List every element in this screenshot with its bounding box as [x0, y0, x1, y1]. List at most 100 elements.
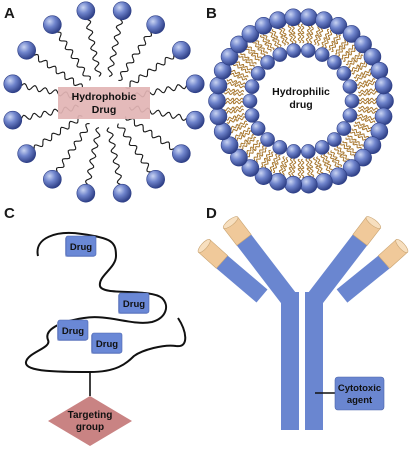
light-chain-right-tip — [377, 239, 409, 269]
bilayer-tail — [268, 151, 274, 162]
bilayer-tail — [292, 158, 297, 170]
bilayer-tail — [353, 124, 364, 129]
bilayer-tail — [357, 83, 368, 90]
micelle-head — [172, 144, 191, 163]
polymer-chain — [25, 232, 187, 374]
bilayer-tail — [320, 154, 327, 165]
liposome-outer-head — [370, 61, 389, 80]
bilayer-tail — [297, 23, 302, 35]
liposome-inner-head — [342, 108, 358, 123]
bilayer-tail — [359, 62, 369, 71]
bilayer-tail — [234, 112, 245, 119]
bilayer-tail — [245, 134, 255, 143]
bilayer-tail — [331, 42, 337, 53]
bilayer-tail — [323, 153, 330, 164]
light-chain-left-tip — [197, 239, 229, 269]
bilayer-tail — [358, 97, 370, 102]
bilayer-tail — [335, 34, 341, 45]
heavy-chain-stem-left — [281, 292, 299, 430]
bilayer-tail — [238, 73, 249, 78]
bilayer-tail — [230, 69, 241, 75]
cytotoxic-agent-box — [334, 376, 385, 411]
targeting-group-label-line1: Targeting — [68, 410, 113, 421]
bilayer-tail — [312, 157, 319, 168]
bilayer-tail — [328, 40, 334, 51]
micelle-tail — [125, 55, 175, 89]
bilayer-tail — [356, 116, 367, 121]
liposome-outer-head — [374, 76, 393, 95]
bilayer-tail — [340, 51, 349, 60]
bilayer-tail — [255, 154, 262, 164]
liposome-outer-head — [230, 148, 248, 167]
bilayer-tail — [272, 163, 277, 174]
micelle-head — [185, 74, 205, 94]
bilayer-tail — [359, 133, 369, 139]
micelle-tail — [84, 127, 101, 185]
liposome-outer-head — [354, 148, 372, 167]
heavy-chain-tip-left — [222, 216, 252, 246]
bilayer-tail — [354, 75, 365, 82]
bilayer-tail — [233, 131, 243, 140]
bilayer-tail — [272, 38, 279, 49]
bilayer-tail — [259, 34, 268, 44]
liposome-inner-head — [244, 79, 260, 94]
liposome-outer-head — [342, 159, 361, 177]
bilayer-tail — [283, 34, 290, 45]
liposome-heads — [208, 8, 394, 194]
bilayer-tail — [297, 158, 302, 170]
bilayer-tail — [333, 33, 339, 43]
liposome-outer-head — [269, 11, 287, 30]
bilayer-tail — [238, 139, 248, 148]
liposome-inner-head — [342, 79, 358, 94]
bilayer-tail — [234, 61, 245, 67]
panel-b: B Hydrophilic drug — [206, 5, 394, 194]
micelle-head — [76, 1, 96, 21]
bilayer-tail — [224, 88, 236, 93]
micelle-tail — [125, 116, 174, 151]
micelle-head — [17, 144, 36, 163]
drug-box — [91, 332, 123, 354]
bilayer-tail — [252, 152, 259, 162]
micelle-head — [146, 170, 165, 189]
bilayer-tail — [340, 38, 347, 48]
bilayer-tail — [233, 89, 245, 94]
bilayer-tail — [327, 30, 333, 41]
bilayer-tail — [251, 140, 259, 149]
bilayer-tail — [262, 33, 271, 43]
bilayer-tail — [225, 115, 237, 121]
bilayer-tail — [253, 51, 262, 59]
bilayer-tail — [230, 126, 240, 134]
micelle-tail — [106, 127, 122, 185]
bilayer-tail — [242, 65, 253, 71]
heavy-chain-stem-right — [305, 292, 323, 430]
bilayer-tail — [226, 78, 238, 83]
micelle-head — [172, 41, 191, 60]
bilayer-tail — [264, 42, 272, 52]
bilayer-tail — [309, 166, 315, 178]
liposome-inner-head — [272, 47, 288, 62]
bilayer-tail — [224, 106, 235, 112]
bilayer-tail — [284, 156, 289, 168]
bilayer-tail — [326, 162, 334, 172]
bilayer-tail — [364, 119, 376, 124]
bilayer-tail — [335, 45, 342, 55]
liposome-outer-head — [209, 107, 228, 126]
bilayer-tail — [260, 147, 267, 157]
bilayer-tail — [261, 157, 267, 168]
heavy-chain-tip-right — [352, 216, 382, 246]
bilayer-tail — [271, 28, 279, 39]
bilayer-tail — [325, 28, 330, 39]
bilayer-tail — [342, 140, 351, 149]
liposome-outer-head — [241, 159, 260, 177]
bilayer-tail — [300, 158, 305, 170]
bilayer-tail — [273, 153, 278, 164]
micelle-head — [146, 15, 165, 34]
liposome-inner-head — [250, 121, 266, 136]
bilayer-tail — [365, 77, 376, 84]
micelle-head — [3, 110, 23, 130]
bilayer-tail — [265, 149, 271, 160]
bilayer-tail — [234, 84, 246, 89]
micelle-tail — [34, 53, 83, 88]
liposome-inner-head — [327, 55, 342, 70]
